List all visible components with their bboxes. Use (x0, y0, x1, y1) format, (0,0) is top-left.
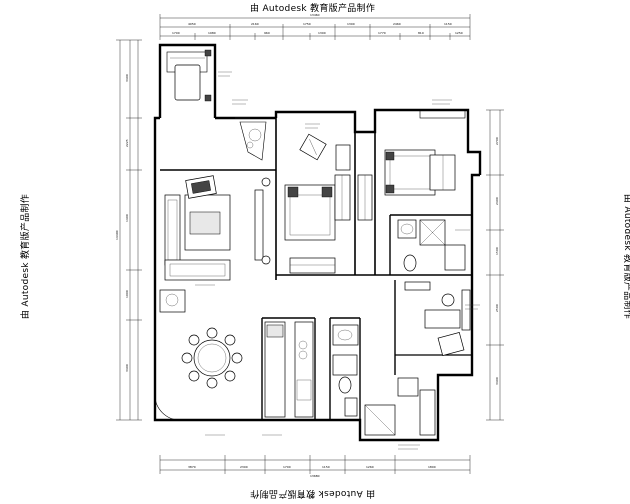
dim-top-3: 1750 (303, 22, 311, 26)
study-lounge (437, 332, 465, 356)
exterior-walls (153, 43, 482, 442)
dim-bottom-3: 1700 (283, 465, 291, 469)
balcony-top-left (166, 49, 212, 102)
kitchen-counter-left (264, 321, 286, 418)
wardrobe (289, 257, 336, 274)
watermark-top: 由 Autodesk 教育版产品制作 (250, 4, 376, 14)
study (404, 281, 471, 356)
toilet-center (338, 376, 352, 394)
dim-top-total: 13460 (310, 13, 320, 17)
bottom-right-room (364, 377, 436, 436)
dim-top-1: 4050 (188, 22, 196, 26)
dim-bottom-4: 1150 (322, 465, 330, 469)
chair-bottom-right (397, 377, 419, 397)
dim-left-1: 3400 (125, 74, 129, 82)
dim-top-2-5: 1770 (378, 31, 386, 35)
dim-top-2-1: 1700 (172, 31, 180, 35)
dim-right-4: 2500 (495, 304, 499, 312)
dim-top-2-3: 960 (264, 31, 270, 35)
toilet (403, 254, 417, 272)
dim-left-total: 14400 (115, 230, 119, 240)
bathroom-center (332, 324, 359, 417)
master-bedroom (284, 133, 351, 274)
dim-bottom-2: 2300 (240, 465, 248, 469)
dim-top-2-4: 1300 (318, 31, 326, 35)
dim-bottom-1: 3870 (188, 465, 196, 469)
kitchen (264, 321, 314, 418)
desk (424, 309, 461, 329)
dim-bottom-5: 1260 (366, 465, 374, 469)
dim-bottom-6: 1800 (428, 465, 436, 469)
bathroom-right (397, 219, 466, 272)
right-dimension-lines (486, 109, 504, 421)
left-sofa (164, 194, 181, 266)
dim-top-2: 2160 (251, 22, 259, 26)
dim-right-1: 2700 (495, 137, 499, 145)
dim-top-2-7: 1250 (455, 31, 463, 35)
washbasin (397, 219, 417, 239)
dim-right-5: 3400 (495, 377, 499, 385)
closet-right (334, 174, 351, 221)
cabinet (159, 289, 186, 313)
wardrobe-2 (429, 154, 456, 191)
second-bedroom (357, 109, 466, 221)
dim-left-5: 3400 (125, 364, 129, 372)
dim-right-3: 1500 (495, 247, 499, 255)
living-room (164, 121, 271, 281)
dim-top-2-6: 810 (418, 31, 424, 35)
tv-cabinet (254, 189, 264, 261)
dim-left-4: 1000 (125, 290, 129, 298)
dim-right-2: 2400 (495, 197, 499, 205)
dim-left-2: 2225 (125, 139, 129, 147)
dim-top-2-2: 1980 (208, 31, 216, 35)
dim-bottom-total: 13680 (310, 474, 320, 478)
dim-top-5: 2460 (393, 22, 401, 26)
left-dimension-lines (116, 39, 142, 421)
bottom-dimension-lines (159, 455, 471, 474)
annotation-marks (195, 71, 480, 450)
dim-left-3: 1400 (125, 214, 129, 222)
kitchen-counter-right (294, 321, 314, 418)
bottom-sofa (164, 259, 231, 281)
top-dimension-lines (159, 14, 471, 40)
dining-table (193, 339, 231, 377)
dim-top-4: 1300 (347, 22, 355, 26)
desk-chair (441, 293, 455, 307)
interior-walls (160, 118, 472, 420)
dim-top-6: 1150 (444, 22, 452, 26)
dining-area (154, 289, 243, 421)
